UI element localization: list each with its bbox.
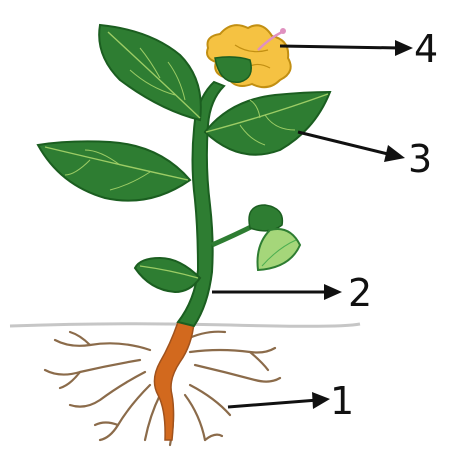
tap-root	[154, 322, 194, 440]
label-3: 3	[408, 137, 432, 181]
arrow-4	[280, 40, 413, 56]
flower	[207, 25, 291, 87]
young-leaves	[212, 205, 300, 270]
label-1: 1	[330, 379, 354, 423]
label-4: 4	[414, 27, 438, 71]
leaf-left-middle	[38, 141, 190, 200]
arrow-2	[212, 284, 342, 300]
leaf-right	[205, 92, 330, 155]
leaf-lower-left	[135, 258, 200, 292]
label-2: 2	[348, 271, 372, 315]
arrow-1	[228, 392, 330, 409]
arrow-3	[298, 132, 405, 162]
leaf-top-left	[99, 25, 201, 120]
